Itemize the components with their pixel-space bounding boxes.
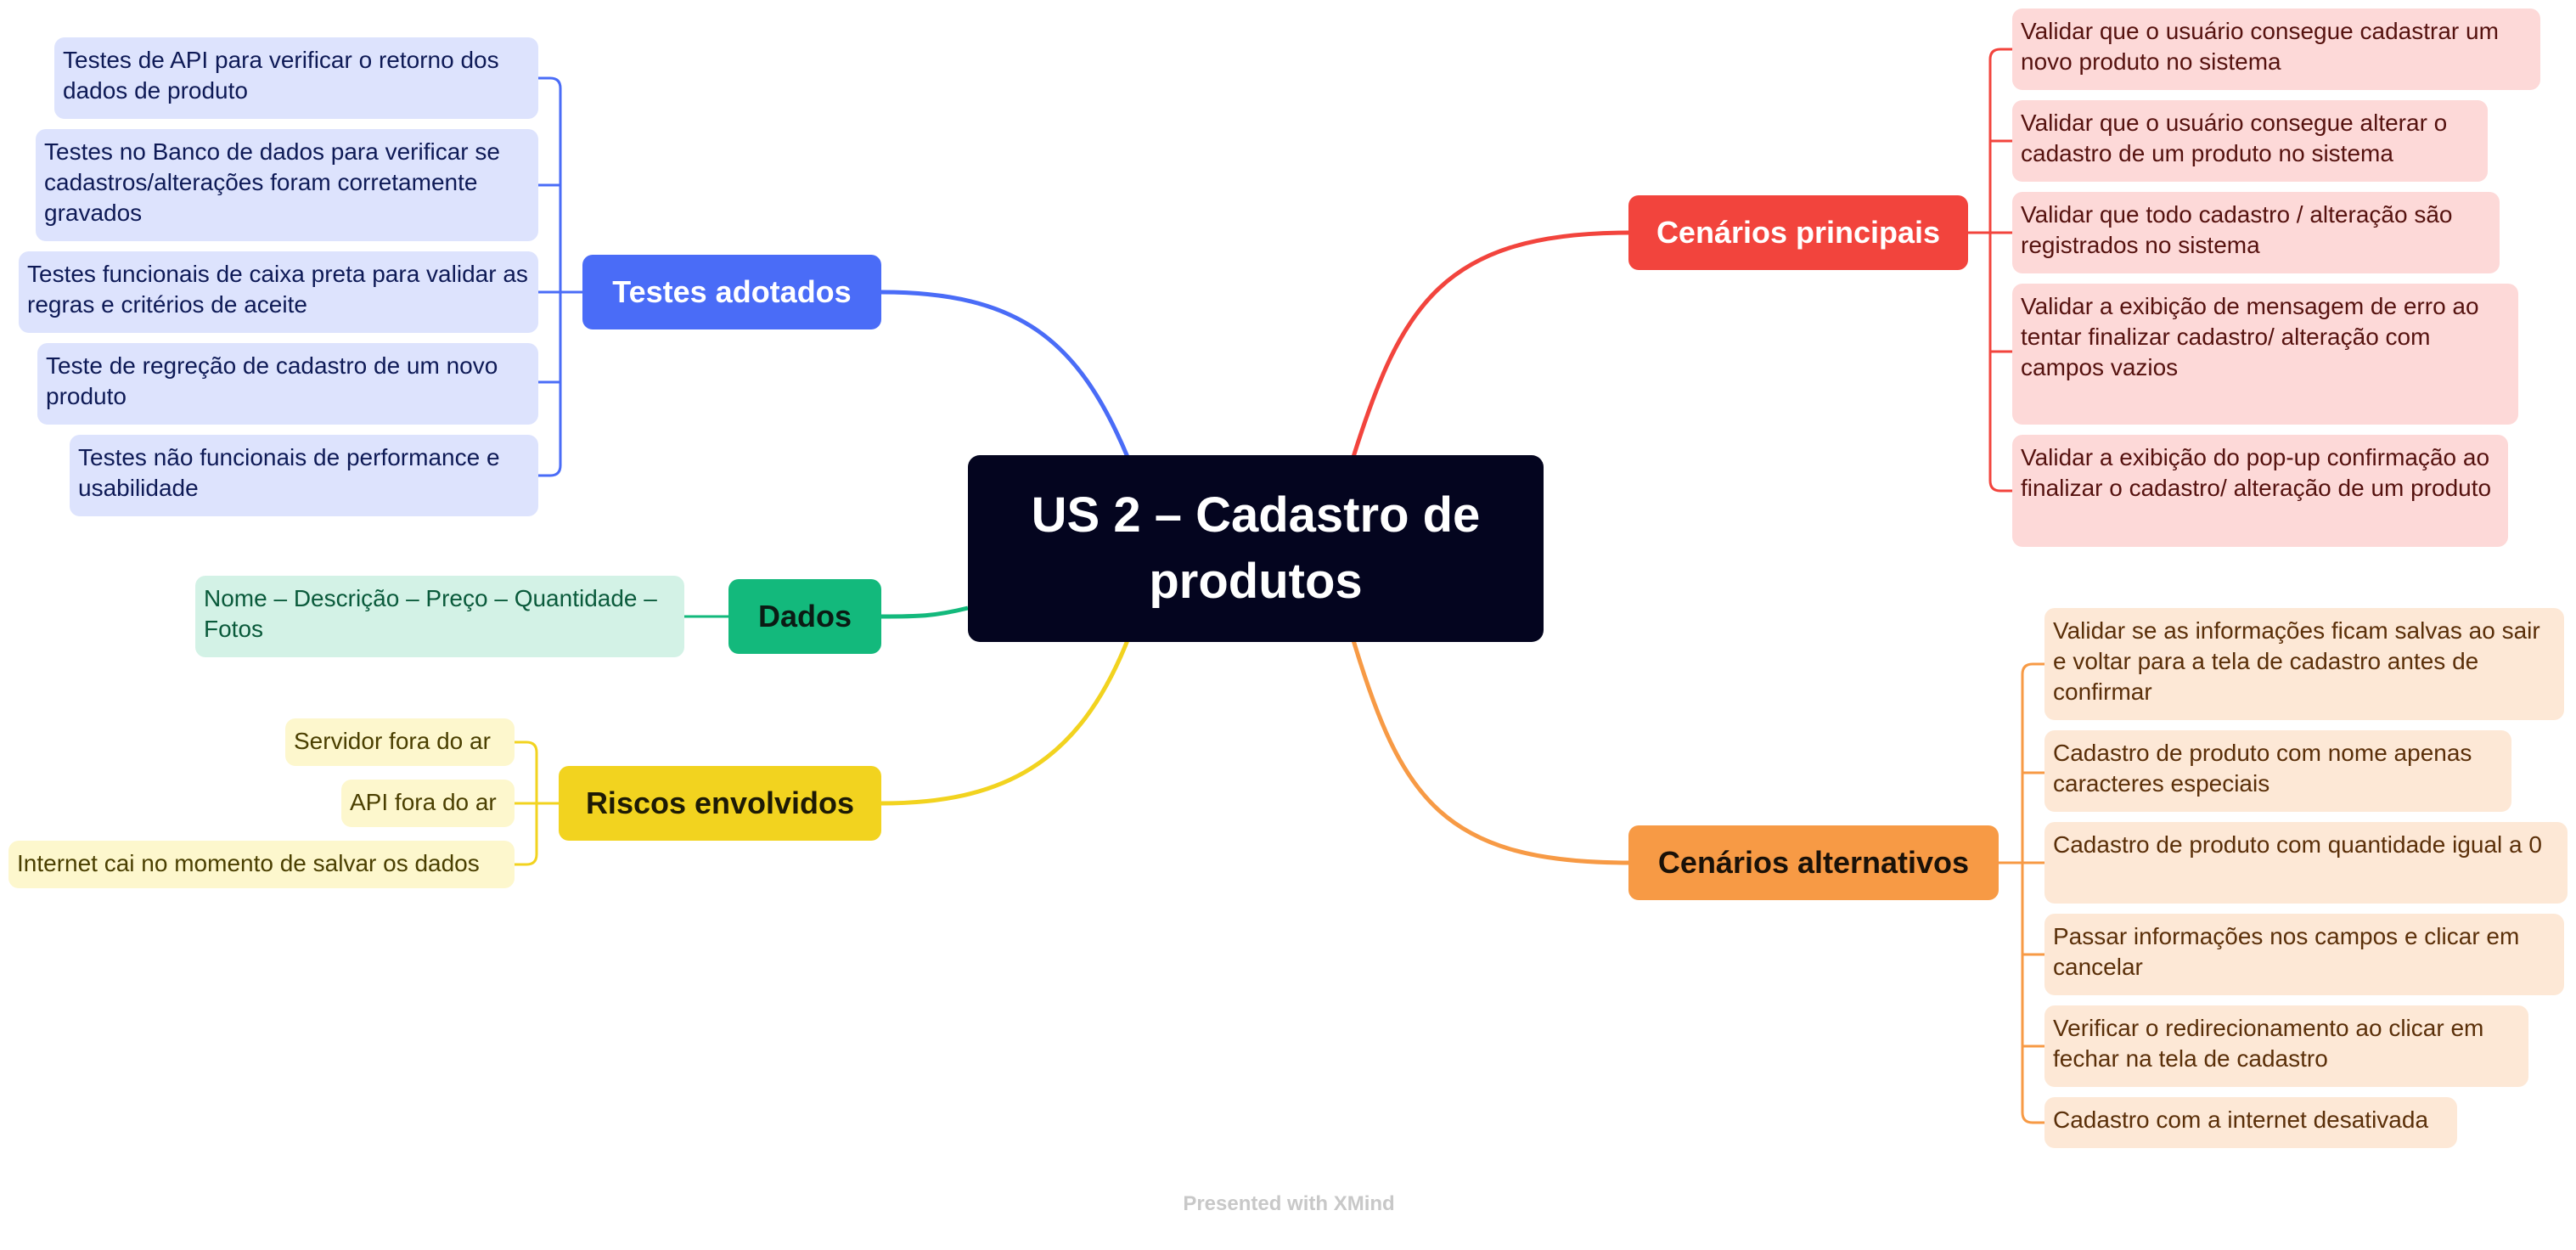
bracket-riscos: [515, 740, 559, 866]
connector-dados: [880, 605, 969, 619]
topic-risco-servidor-label: Servidor fora do ar: [294, 728, 491, 754]
topic-alt-redirecionamento[interactable]: Verificar o redirecionamento ao clicar e…: [2044, 1005, 2528, 1087]
branch-riscos-envolvidos[interactable]: Riscos envolvidos: [559, 766, 881, 841]
topic-alt-caracteres[interactable]: Cadastro de produto com nome apenas cara…: [2044, 730, 2511, 812]
topic-testes-nao-funcionais-label: Testes não funcionais de performance e u…: [78, 444, 500, 501]
topic-testes-funcionais[interactable]: Testes funcionais de caixa preta para va…: [19, 251, 538, 333]
topic-principal-erro[interactable]: Validar a exibição de mensagem de erro a…: [2012, 284, 2518, 425]
topic-risco-servidor[interactable]: Servidor fora do ar: [285, 718, 515, 766]
bracket-alternativos: [1999, 662, 2044, 1124]
topic-alt-caracteres-label: Cadastro de produto com nome apenas cara…: [2053, 740, 2472, 797]
branch-cenarios-alternativos-label: Cenários alternativos: [1657, 845, 1970, 880]
topic-dados-campos[interactable]: Nome – Descrição – Preço – Quantidade – …: [195, 576, 684, 657]
topic-alt-quantidade[interactable]: Cadastro de produto com quantidade igual…: [2044, 822, 2568, 904]
topic-alt-quantidade-label: Cadastro de produto com quantidade igual…: [2053, 831, 2542, 858]
connector-principais: [1351, 230, 1629, 458]
topic-principal-registrados[interactable]: Validar que todo cadastro / alteração sã…: [2012, 192, 2500, 273]
topic-testes-nao-funcionais[interactable]: Testes não funcionais de performance e u…: [70, 435, 538, 516]
topic-principal-popup[interactable]: Validar a exibição do pop-up confirmação…: [2012, 435, 2508, 547]
branch-cenarios-principais-label: Cenários principais: [1656, 215, 1941, 250]
topic-alt-salvas-label: Validar se as informações ficam salvas a…: [2053, 617, 2540, 705]
topic-risco-api[interactable]: API fora do ar: [341, 780, 515, 827]
topic-risco-internet-label: Internet cai no momento de salvar os dad…: [17, 850, 480, 876]
branch-riscos-envolvidos-label: Riscos envolvidos: [585, 785, 855, 820]
topic-alt-cancelar[interactable]: Passar informações nos campos e clicar e…: [2044, 914, 2564, 995]
topic-principal-cadastrar-label: Validar que o usuário consegue cadastrar…: [2021, 18, 2499, 75]
topic-principal-alterar-label: Validar que o usuário consegue alterar o…: [2021, 110, 2448, 166]
footer-branding: Presented with XMind: [1183, 1192, 1395, 1215]
topic-teste-regrecao-label: Teste de regreção de cadastro de um novo…: [46, 352, 498, 409]
branch-cenarios-alternativos[interactable]: Cenários alternativos: [1628, 825, 1999, 900]
topic-testes-funcionais-label: Testes funcionais de caixa preta para va…: [27, 261, 528, 318]
branch-testes-adotados[interactable]: Testes adotados: [582, 255, 881, 329]
branch-dados[interactable]: Dados: [728, 579, 881, 654]
connector-riscos: [880, 639, 1130, 806]
topic-risco-internet[interactable]: Internet cai no momento de salvar os dad…: [8, 841, 515, 888]
branch-cenarios-principais[interactable]: Cenários principais: [1628, 195, 1968, 270]
topic-principal-alterar[interactable]: Validar que o usuário consegue alterar o…: [2012, 100, 2488, 182]
topic-principal-registrados-label: Validar que todo cadastro / alteração sã…: [2021, 201, 2453, 258]
bracket-testes: [538, 76, 582, 477]
topic-testes-api-label: Testes de API para verificar o retorno d…: [63, 47, 499, 104]
topic-principal-popup-label: Validar a exibição do pop-up confirmação…: [2021, 444, 2492, 501]
topic-principal-cadastrar[interactable]: Validar que o usuário consegue cadastrar…: [2012, 8, 2540, 90]
topic-testes-banco[interactable]: Testes no Banco de dados para verificar …: [36, 129, 538, 241]
topic-alt-internet-label: Cadastro com a internet desativada: [2053, 1106, 2429, 1133]
connector-testes: [880, 290, 1130, 458]
topic-dados-campos-label: Nome – Descrição – Preço – Quantidade – …: [204, 585, 657, 642]
topic-teste-regrecao[interactable]: Teste de regreção de cadastro de um novo…: [37, 343, 538, 425]
topic-alt-cancelar-label: Passar informações nos campos e clicar e…: [2053, 923, 2520, 980]
topic-alt-redirecionamento-label: Verificar o redirecionamento ao clicar e…: [2053, 1015, 2484, 1072]
topic-alt-salvas[interactable]: Validar se as informações ficam salvas a…: [2044, 608, 2564, 720]
central-topic[interactable]: US 2 – Cadastro de produtos: [968, 455, 1544, 642]
connector-alternativos: [1351, 639, 1629, 865]
topic-testes-banco-label: Testes no Banco de dados para verificar …: [44, 138, 500, 226]
branch-dados-label: Dados: [757, 599, 852, 633]
topic-principal-erro-label: Validar a exibição de mensagem de erro a…: [2021, 293, 2479, 380]
central-topic-label: US 2 – Cadastro de produtos: [1031, 487, 1481, 609]
topic-risco-api-label: API fora do ar: [350, 789, 497, 815]
topic-alt-internet[interactable]: Cadastro com a internet desativada: [2044, 1097, 2457, 1148]
topic-testes-api[interactable]: Testes de API para verificar o retorno d…: [54, 37, 538, 119]
bracket-principais: [1968, 48, 2012, 493]
branch-testes-adotados-label: Testes adotados: [612, 274, 852, 309]
